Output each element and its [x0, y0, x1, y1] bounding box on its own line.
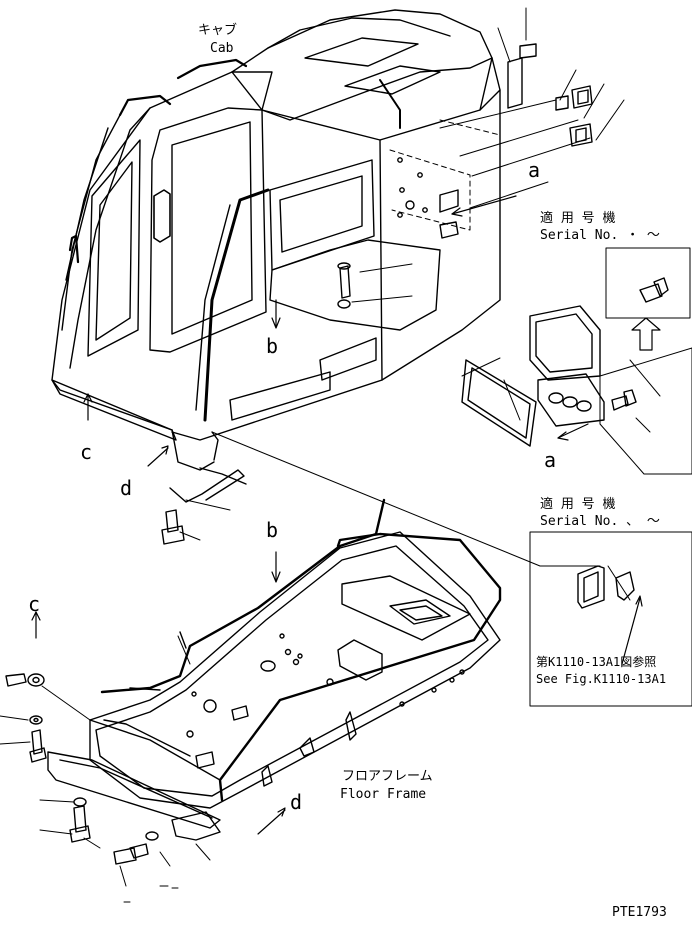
hardware-bolts	[5, 509, 185, 865]
inset-bolts	[639, 277, 669, 303]
callout-a-bottom: a	[544, 448, 557, 472]
floor-frame-label-jp: フロアフレーム	[342, 769, 433, 784]
cab-label-en: Cab	[210, 41, 234, 56]
callout-c-top: c	[80, 440, 93, 464]
serial-label-bottom-jp: 適 用 号 機	[540, 497, 616, 512]
cover-parts	[461, 85, 637, 609]
cab-label-jp: キャブ	[198, 23, 238, 38]
floor-frame-assembly	[47, 498, 502, 841]
callout-d-bottom: d	[290, 790, 303, 814]
serial-label-bottom-en: Serial No. 、 ～	[540, 514, 660, 529]
drawing-code: PTE1793	[612, 905, 667, 920]
reference-label-jp: 第K1110-13A1図参照	[536, 655, 657, 669]
floor-frame-label-en: Floor Frame	[340, 787, 427, 802]
arrows	[31, 195, 661, 835]
cutoff-marks	[123, 885, 179, 903]
callout-d-top: d	[120, 476, 133, 500]
serial-label-top-en: Serial No. ・ ～	[540, 228, 660, 243]
inset-frames	[529, 247, 692, 707]
leader-lines	[179, 7, 661, 601]
callout-a-top: a	[528, 158, 541, 182]
reference-label-en: See Fig.K1110-13A1	[536, 672, 667, 686]
callout-b-bottom: b	[266, 518, 279, 542]
callout-b-top: b	[266, 334, 279, 358]
callout-c-bottom: c	[28, 592, 41, 616]
hardware-leaders	[0, 635, 211, 887]
cab-assembly	[51, 9, 537, 503]
serial-label-top-jp: 適 用 号 機	[540, 211, 616, 226]
